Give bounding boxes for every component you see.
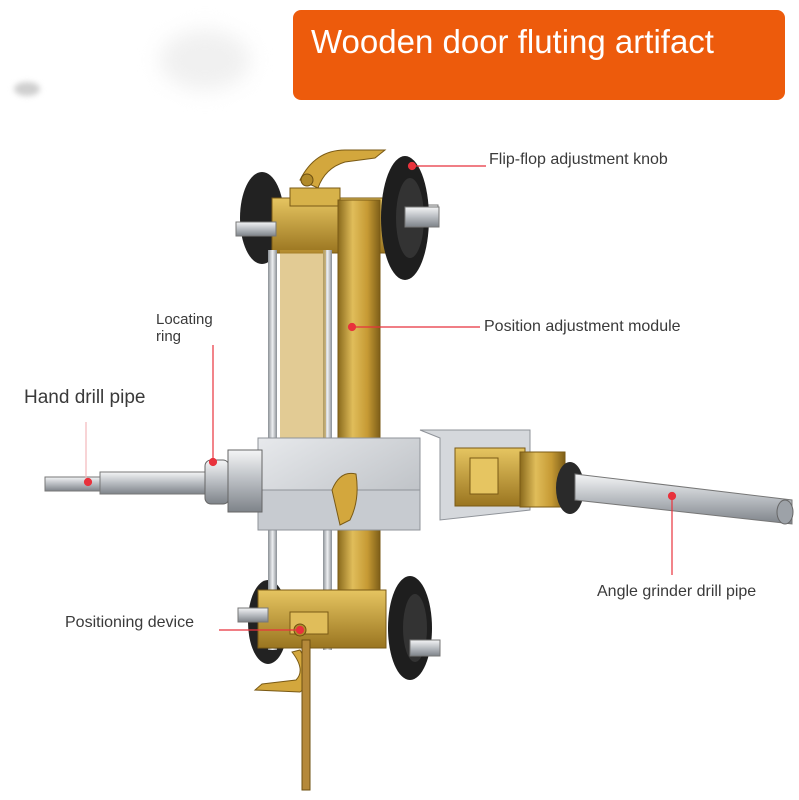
label-positioning-device: Positioning device: [65, 614, 194, 631]
watermark-blur: [14, 82, 40, 96]
position-adjustment-column: [337, 199, 381, 641]
locating-ring: [204, 459, 230, 505]
hand-drill-pipe: [44, 476, 106, 492]
label-position-adjustment-module: Position adjustment module: [484, 318, 681, 335]
label-flip-flop-adjustment-knob: Flip-flop adjustment knob: [489, 151, 668, 168]
top-axle: [235, 221, 277, 237]
middle-flip-lever: [331, 472, 358, 526]
positioning-bolt: [301, 639, 311, 791]
banner-title: Wooden door fluting artifact: [311, 23, 714, 60]
title-banner: Wooden door fluting artifact: [293, 10, 785, 100]
callout-lines: [83, 161, 677, 635]
label-angle-grinder-drill-pipe: Angle grinder drill pipe: [597, 583, 757, 600]
angle-grinder-drill-pipe: [574, 473, 793, 525]
label-locating-ring: Locating ring: [156, 311, 213, 345]
label-hand-drill-pipe: Hand drill pipe: [24, 387, 146, 408]
flip-flop-lever-top: [299, 149, 387, 189]
watermark-blur: [160, 30, 250, 90]
